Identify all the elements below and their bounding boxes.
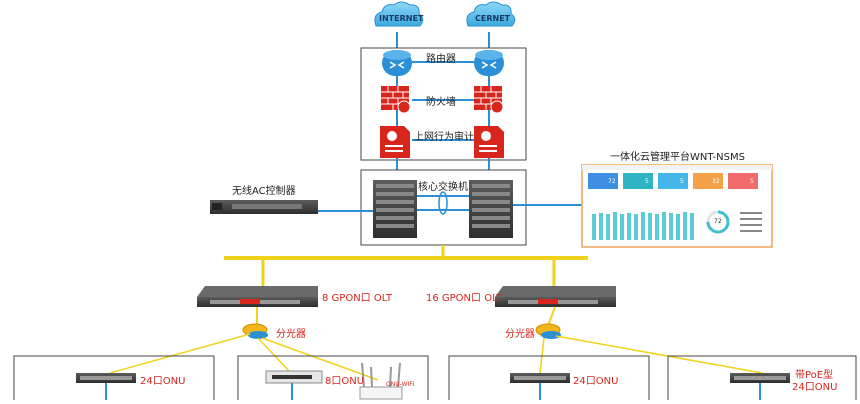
splitter-left-label: 分光器 bbox=[276, 329, 306, 340]
olt-left-icon bbox=[197, 286, 318, 307]
onu24b-icon bbox=[510, 373, 570, 383]
splitter-left-icon bbox=[242, 323, 268, 339]
cernet-cloud-icon bbox=[466, 1, 516, 27]
router-label: 路由器 bbox=[426, 54, 456, 65]
fiber-to-onuwifi bbox=[261, 337, 379, 381]
ac-controller-icon bbox=[210, 200, 318, 214]
core-switch-right-icon bbox=[469, 180, 513, 238]
onu24b-label: 24口ONU bbox=[573, 376, 619, 387]
olt-left-label: 8 GPON口 OLT bbox=[322, 293, 393, 304]
onu24a-label: 24口ONU bbox=[140, 376, 186, 387]
stat-card-3 bbox=[658, 173, 688, 189]
audit-label: 上网行为审计 bbox=[414, 132, 474, 143]
poe-onu-label-line1: 带PoE型 bbox=[795, 370, 834, 381]
lag-ring-icon bbox=[438, 191, 448, 215]
mgmt-bar-chart bbox=[592, 212, 694, 240]
olt-right-label: 16 GPON口 OLT bbox=[426, 293, 503, 304]
firewall-left-icon bbox=[381, 86, 411, 114]
onu-wifi-label: ONU-WIFI bbox=[386, 381, 415, 388]
olt-right-to-splitter bbox=[547, 306, 556, 327]
internet-cloud-icon bbox=[374, 1, 424, 27]
firewall-right-icon bbox=[474, 86, 504, 114]
fiber-to-poe bbox=[555, 335, 763, 374]
mgmt-title: 一体化云管理平台WNT-NSMS bbox=[610, 152, 745, 163]
stat-card-5 bbox=[728, 173, 758, 189]
fiber-bus bbox=[224, 256, 588, 260]
fiber-to-onu8 bbox=[257, 337, 291, 373]
internet-label: INTERNET bbox=[379, 14, 424, 23]
zone-frame-1 bbox=[13, 355, 215, 404]
fiber-to-onu24a bbox=[109, 333, 251, 374]
gauge-value: 72 bbox=[714, 218, 722, 225]
stat-value-4: 32 bbox=[712, 178, 720, 185]
audit-left-icon bbox=[380, 126, 410, 158]
stat-value-1: 72 bbox=[608, 178, 616, 185]
stat-value-2: 5 bbox=[645, 178, 649, 185]
stat-value-3: 5 bbox=[680, 178, 684, 185]
cernet-label: CERNET bbox=[475, 14, 511, 23]
onu24a-icon bbox=[76, 373, 136, 383]
router-right-icon bbox=[474, 50, 504, 76]
stat-card-1 bbox=[588, 173, 618, 189]
firewall-label: 防火墙 bbox=[426, 97, 456, 108]
onu8-label: 8口ONU bbox=[325, 376, 365, 387]
poe-onu-icon bbox=[730, 373, 790, 383]
core-switch-label: 核心交换机 bbox=[418, 182, 468, 193]
zone-frame-3 bbox=[448, 355, 650, 404]
onu-wifi-icon bbox=[359, 362, 403, 400]
zone-frame-2 bbox=[237, 355, 429, 404]
zone-frame-4 bbox=[667, 355, 857, 404]
router-left-icon bbox=[382, 50, 412, 76]
olt-right-icon bbox=[495, 286, 616, 307]
splitter-right-label: 分光器 bbox=[505, 329, 535, 340]
mgmt-gauge-icon bbox=[706, 210, 730, 234]
stat-card-2 bbox=[623, 173, 653, 189]
splitter-right-icon bbox=[535, 323, 561, 339]
stat-value-5: 5 bbox=[750, 178, 754, 185]
mgmt-panel bbox=[581, 164, 773, 248]
ac-controller-label: 无线AC控制器 bbox=[232, 186, 296, 197]
audit-right-icon bbox=[474, 126, 504, 158]
poe-onu-label-line2: 24口ONU bbox=[792, 382, 838, 393]
onu8-icon bbox=[265, 370, 323, 384]
core-switch-left-icon bbox=[373, 180, 417, 238]
stat-card-4 bbox=[693, 173, 723, 189]
